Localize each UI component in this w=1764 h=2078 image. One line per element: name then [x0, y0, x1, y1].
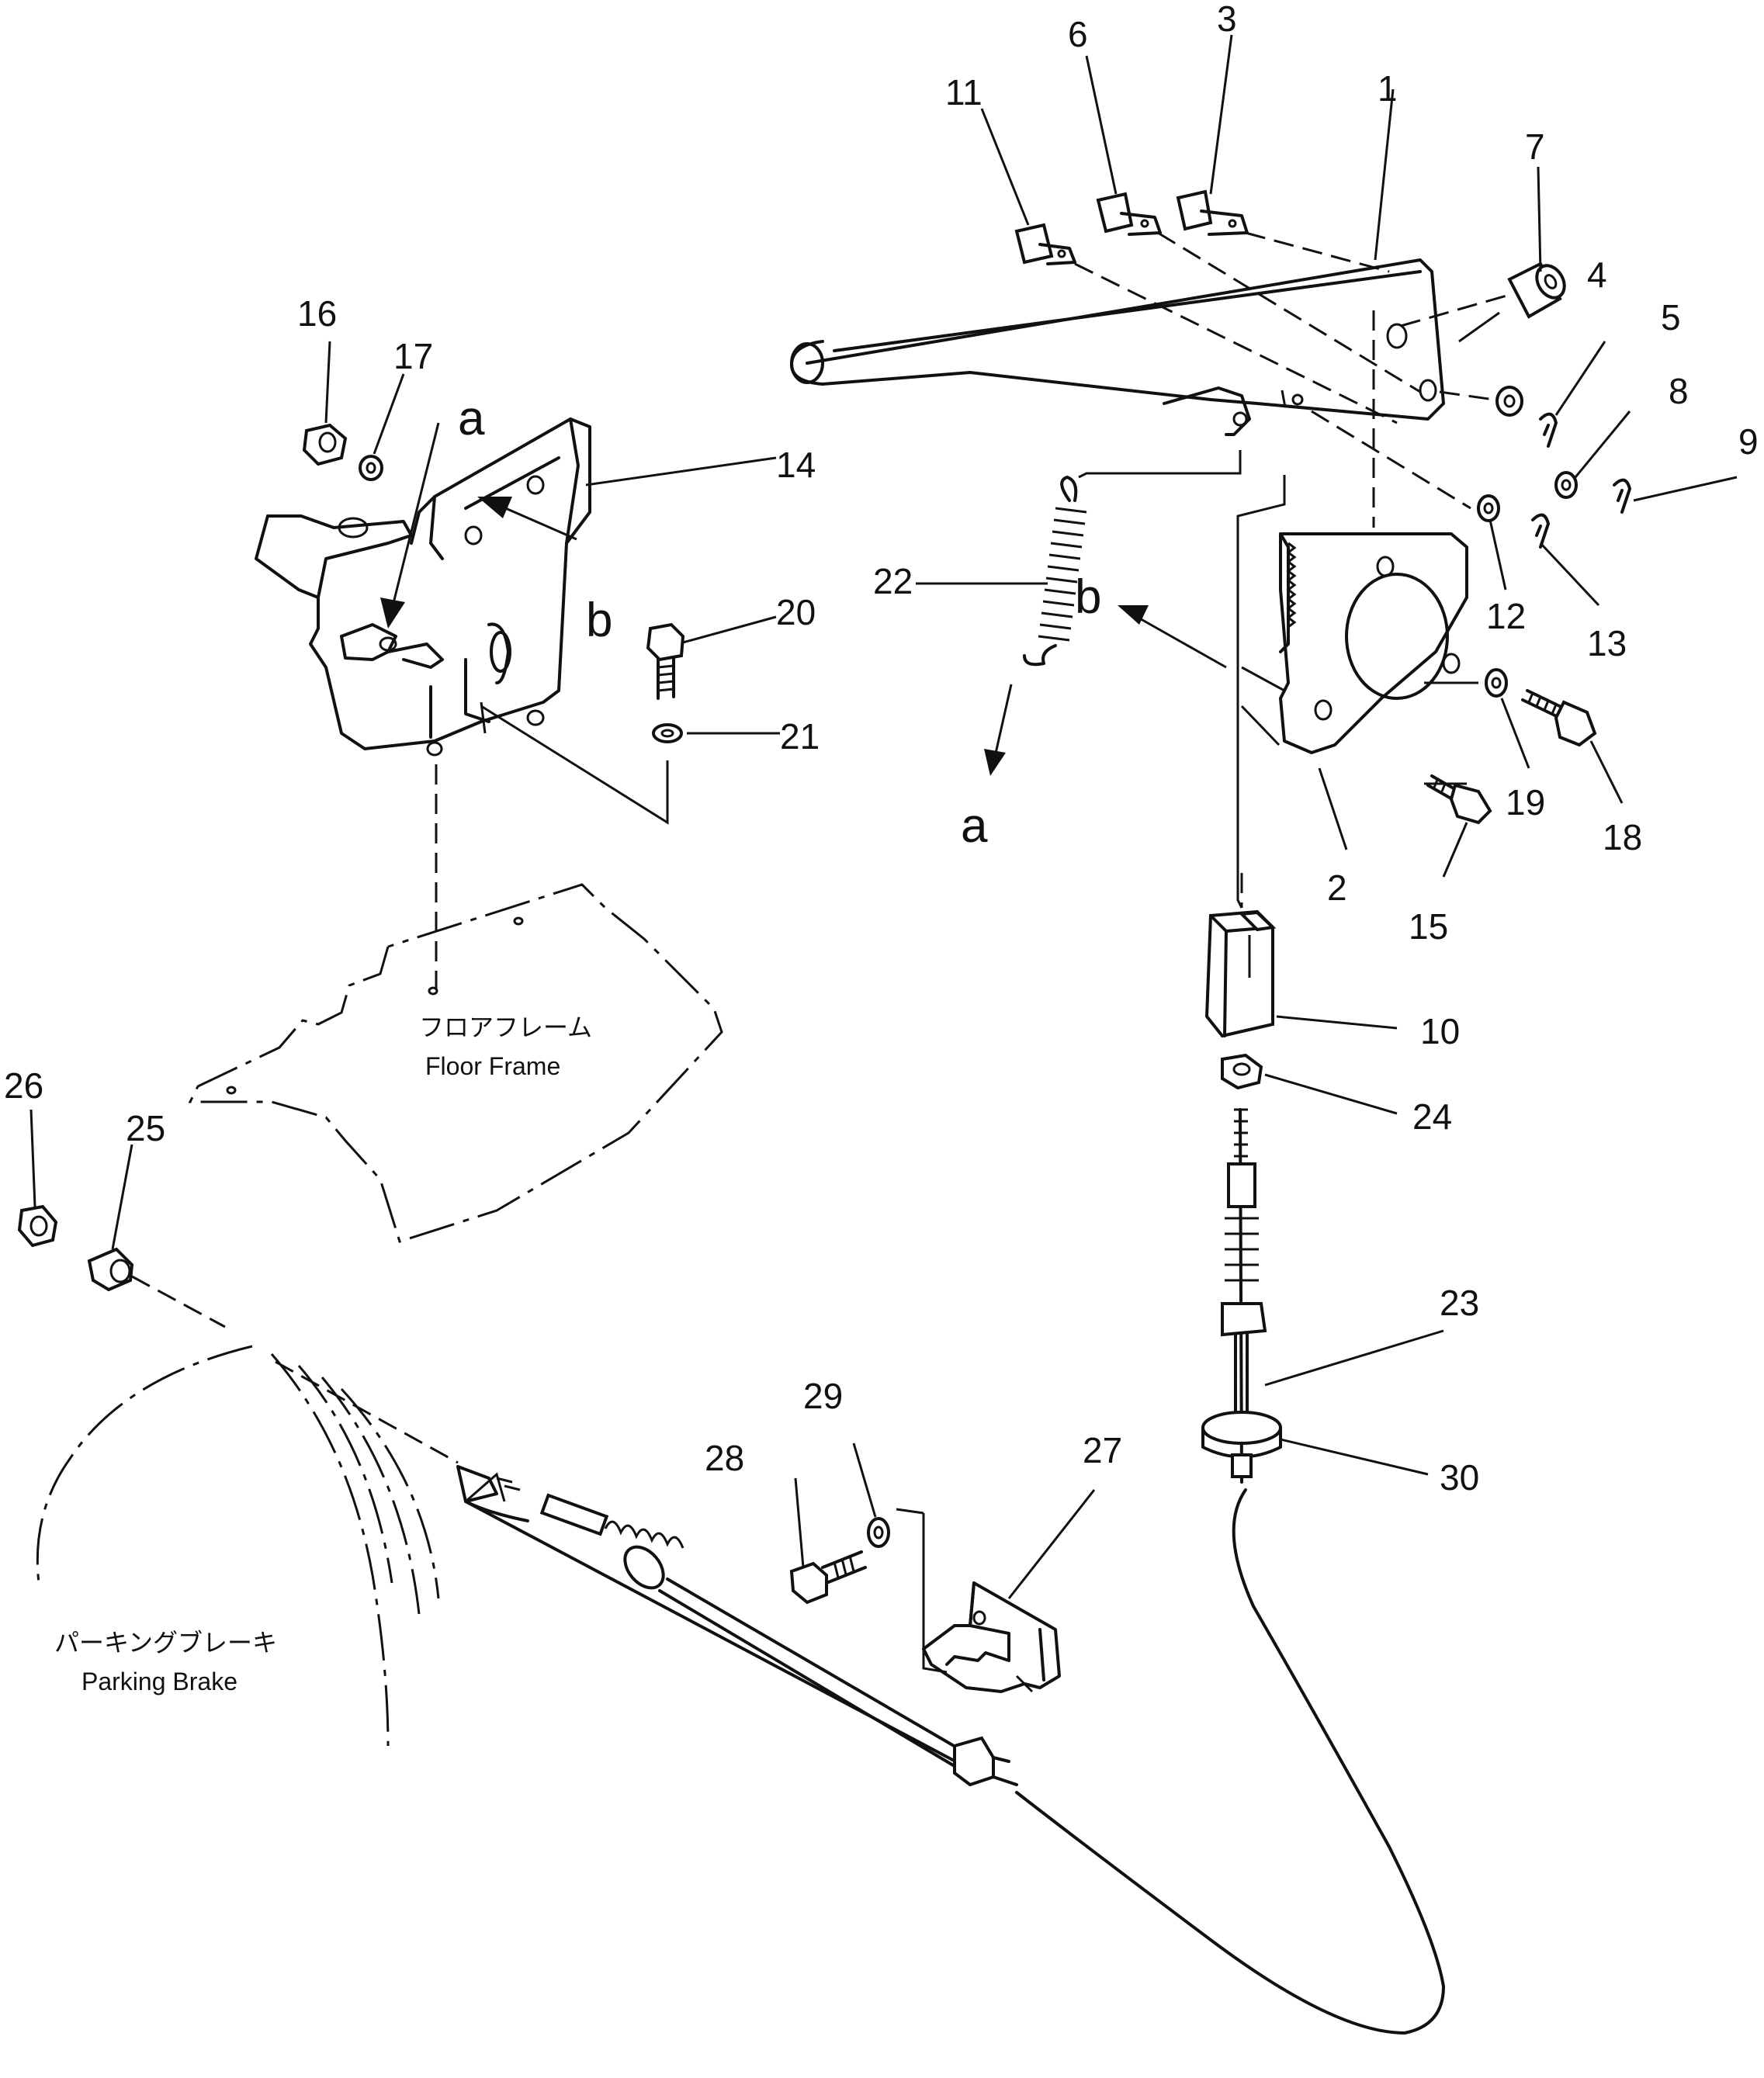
washer-4 — [1495, 386, 1523, 417]
return-spring — [1023, 476, 1087, 667]
washer-21 — [652, 723, 683, 743]
cotter-pin-5 — [1539, 412, 1558, 448]
label-19: 19 — [1506, 782, 1545, 823]
label-3: 3 — [1217, 0, 1237, 39]
label-13: 13 — [1587, 623, 1627, 663]
label-6: 6 — [1068, 14, 1088, 54]
parking-brake-en-caption: Parking Brake — [81, 1668, 237, 1695]
nut-25 — [87, 1247, 134, 1292]
ratchet-quadrant-plate — [1279, 532, 1468, 754]
reference-letters: a b a b — [458, 392, 1101, 853]
washer-19 — [1485, 668, 1508, 698]
label-2: 2 — [1327, 868, 1347, 908]
label-14: 14 — [776, 445, 816, 485]
label-15: 15 — [1409, 906, 1448, 947]
washer-12 — [1477, 494, 1500, 522]
label-25: 25 — [126, 1108, 165, 1148]
ref-b-quadrant: b — [1075, 570, 1101, 624]
nut-26 — [17, 1204, 58, 1248]
brake-lever — [790, 258, 1445, 436]
pin-6 — [1096, 192, 1162, 236]
label-11: 11 — [945, 72, 983, 113]
bushing-7 — [1507, 261, 1566, 319]
cable-bracket — [922, 1581, 1061, 1693]
parking-brake-drum — [36, 1345, 440, 1747]
brake-cable — [456, 1108, 1445, 2035]
label-20: 20 — [776, 592, 816, 632]
label-22: 22 — [873, 561, 913, 601]
leader-lines — [29, 34, 1738, 1599]
parking-brake-jp-caption: パーキングブレーキ — [54, 1629, 277, 1657]
label-21: 21 — [780, 716, 820, 757]
label-29: 29 — [803, 1376, 843, 1416]
nut-24 — [1221, 1053, 1263, 1090]
label-30: 30 — [1440, 1457, 1479, 1498]
assembly-lines — [131, 231, 1510, 1464]
label-1: 1 — [1378, 68, 1398, 109]
lever-bracket — [255, 417, 591, 757]
guide-lines — [480, 450, 1478, 1674]
label-28: 28 — [705, 1438, 744, 1478]
label-18: 18 — [1603, 817, 1642, 857]
washer-29 — [867, 1517, 890, 1548]
label-5: 5 — [1661, 297, 1681, 338]
ref-a-spring: a — [961, 799, 988, 853]
pin-3 — [1176, 189, 1249, 236]
label-16: 16 — [297, 293, 337, 334]
washer-8 — [1554, 471, 1578, 499]
bolt-28 — [789, 1550, 867, 1605]
floor-frame-en-caption: Floor Frame — [425, 1052, 560, 1080]
ref-a-bracket: a — [458, 392, 485, 445]
label-9: 9 — [1738, 421, 1759, 462]
floor-frame — [188, 883, 723, 1243]
label-7: 7 — [1525, 126, 1545, 167]
label-23: 23 — [1440, 1283, 1479, 1323]
small-parts — [17, 189, 1631, 1605]
part-number-labels: 1 3 6 11 7 4 5 8 9 12 13 19 18 2 15 14 1… — [4, 0, 1759, 1498]
reference-arrows — [380, 422, 1227, 776]
cotter-pin-13 — [1531, 513, 1550, 549]
captions: フロアフレーム Floor Frame パーキングブレーキ Parking Br… — [54, 1013, 592, 1695]
label-26: 26 — [4, 1065, 43, 1106]
bolt-20 — [646, 622, 685, 700]
label-24: 24 — [1412, 1096, 1452, 1137]
ref-b-bracket: b — [586, 594, 612, 647]
washer-17 — [359, 455, 383, 481]
floor-frame-jp-caption: フロアフレーム — [419, 1013, 592, 1041]
clevis-10 — [1204, 909, 1277, 1038]
label-10: 10 — [1420, 1011, 1460, 1051]
bolt-15 — [1426, 774, 1492, 825]
label-4: 4 — [1587, 255, 1607, 295]
label-27: 27 — [1083, 1430, 1122, 1470]
nut-16 — [302, 423, 348, 466]
bolt-18 — [1521, 689, 1597, 747]
pin-11 — [1014, 223, 1076, 265]
cotter-pin-9 — [1613, 478, 1631, 514]
label-12: 12 — [1486, 596, 1526, 636]
label-8: 8 — [1669, 371, 1689, 411]
label-17: 17 — [393, 336, 433, 376]
